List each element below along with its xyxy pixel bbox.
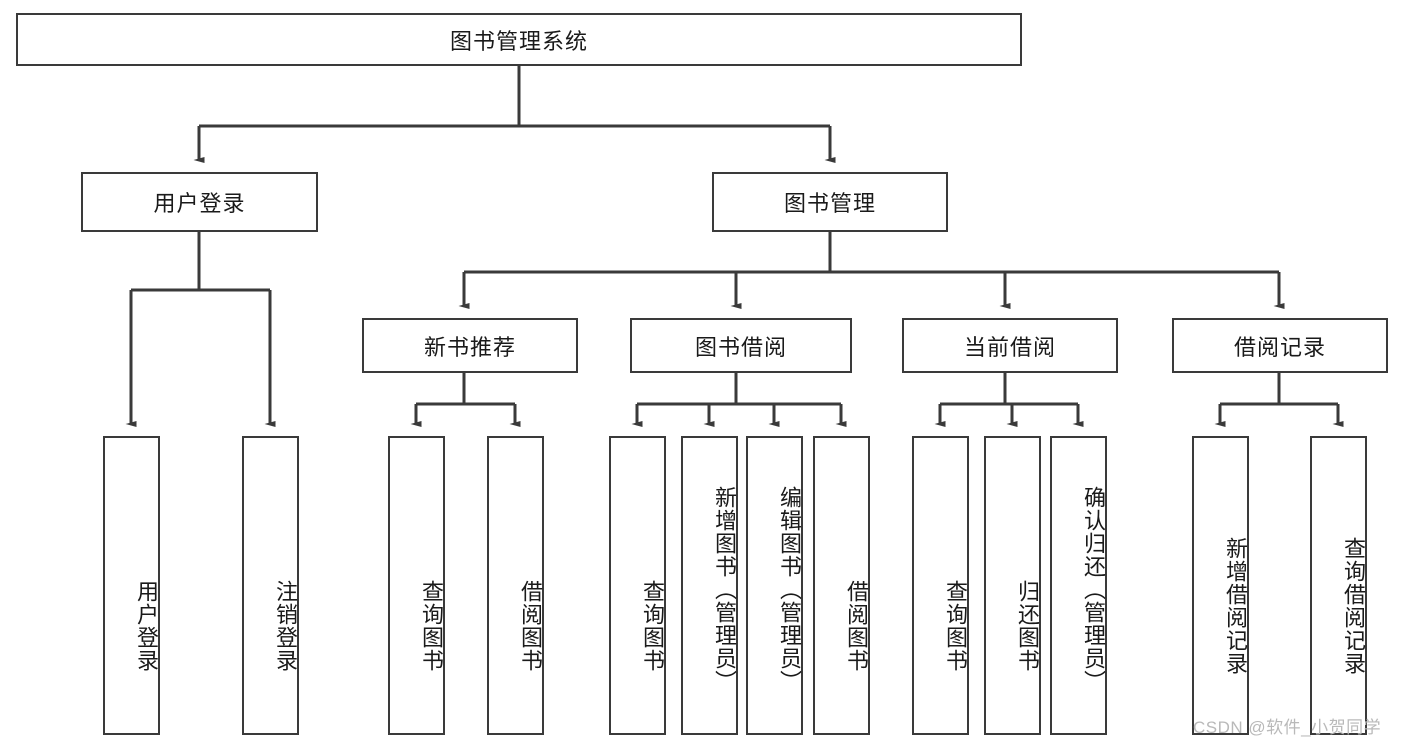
node-leaf-confirm-return[interactable]: 确认归还（管理员） bbox=[1050, 436, 1107, 735]
node-leaf-borrow-book-2-label: 借阅图书 bbox=[844, 579, 869, 672]
node-leaf-add-record-label: 新增借阅记录 bbox=[1223, 536, 1248, 675]
node-leaf-confirm-return-label: 确认归还（管理员） bbox=[1081, 486, 1106, 693]
node-current-borrow-label: 当前借阅 bbox=[963, 334, 1056, 360]
node-leaf-user-logout-label: 注销登录 bbox=[273, 579, 298, 672]
node-new-book-recommend[interactable]: 新书推荐 bbox=[362, 318, 578, 373]
node-leaf-query-book-2[interactable]: 查询图书 bbox=[609, 436, 666, 735]
node-leaf-borrow-book-2[interactable]: 借阅图书 bbox=[813, 436, 870, 735]
node-leaf-add-record[interactable]: 新增借阅记录 bbox=[1192, 436, 1249, 735]
node-leaf-user-login-label: 用户登录 bbox=[134, 579, 159, 672]
node-leaf-query-book-3-label: 查询图书 bbox=[943, 579, 968, 672]
node-book-manage-label: 图书管理 bbox=[783, 191, 876, 216]
node-leaf-user-logout[interactable]: 注销登录 bbox=[242, 436, 299, 735]
node-leaf-return-book[interactable]: 归还图书 bbox=[984, 436, 1041, 735]
node-leaf-query-book-3[interactable]: 查询图书 bbox=[912, 436, 969, 735]
node-book-borrow-label: 图书借阅 bbox=[694, 334, 787, 360]
node-leaf-query-book-2-label: 查询图书 bbox=[640, 579, 665, 672]
node-book-borrow[interactable]: 图书借阅 bbox=[630, 318, 852, 373]
node-root-label: 图书管理系统 bbox=[449, 28, 588, 54]
node-leaf-add-book[interactable]: 新增图书（管理员） bbox=[681, 436, 738, 735]
node-leaf-borrow-book-1[interactable]: 借阅图书 bbox=[487, 436, 544, 735]
node-borrow-record-label: 借阅记录 bbox=[1233, 334, 1326, 360]
node-leaf-add-book-label: 新增图书（管理员） bbox=[712, 486, 737, 693]
node-leaf-return-book-label: 归还图书 bbox=[1015, 579, 1040, 672]
node-book-manage[interactable]: 图书管理 bbox=[712, 172, 948, 232]
node-user-login-label: 用户登录 bbox=[153, 191, 246, 216]
node-leaf-query-book-1[interactable]: 查询图书 bbox=[388, 436, 445, 735]
node-leaf-edit-book-label: 编辑图书（管理员） bbox=[777, 486, 802, 693]
node-current-borrow[interactable]: 当前借阅 bbox=[902, 318, 1118, 373]
node-borrow-record[interactable]: 借阅记录 bbox=[1172, 318, 1388, 373]
node-root[interactable]: 图书管理系统 bbox=[16, 13, 1022, 66]
node-leaf-user-login[interactable]: 用户登录 bbox=[103, 436, 160, 735]
node-leaf-query-record-label: 查询借阅记录 bbox=[1341, 536, 1366, 675]
node-leaf-query-record[interactable]: 查询借阅记录 bbox=[1310, 436, 1367, 735]
node-leaf-borrow-book-1-label: 借阅图书 bbox=[518, 579, 543, 672]
node-new-book-recommend-label: 新书推荐 bbox=[423, 334, 516, 360]
node-user-login[interactable]: 用户登录 bbox=[81, 172, 318, 232]
node-leaf-edit-book[interactable]: 编辑图书（管理员） bbox=[746, 436, 803, 735]
node-leaf-query-book-1-label: 查询图书 bbox=[419, 579, 444, 672]
